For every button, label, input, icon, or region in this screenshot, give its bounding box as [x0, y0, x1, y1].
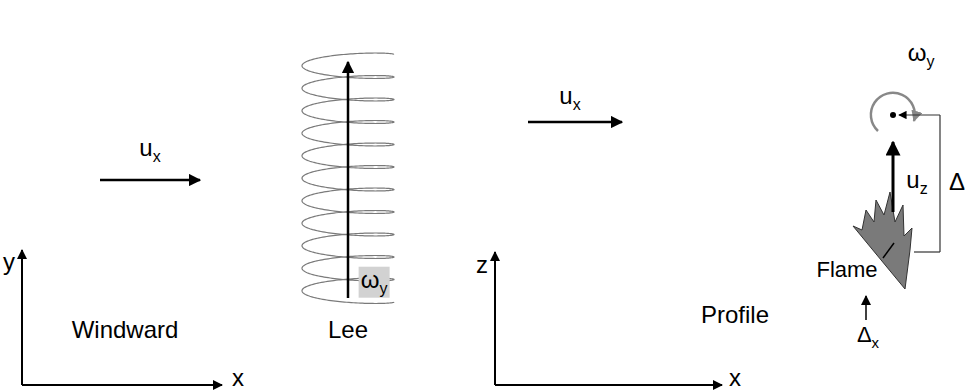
symbol: ω — [908, 39, 927, 66]
symbol: Δ — [857, 322, 872, 347]
panel-fill — [251, 1, 445, 355]
text-anchor: y — [3, 249, 15, 275]
velocity-label: uz — [906, 167, 927, 198]
vortex-axis-dot — [890, 112, 896, 118]
rotation-arc — [871, 93, 915, 131]
region-label: Windward — [72, 317, 179, 343]
subscript: x — [573, 96, 581, 113]
subscript: y — [379, 280, 387, 297]
region-label: Lee — [328, 317, 368, 343]
vorticity-arrow — [347, 62, 350, 298]
text-anchor: z — [476, 252, 488, 278]
symbol: u — [559, 82, 572, 109]
updraft-arrow — [892, 142, 895, 212]
velocity-label: ux — [139, 135, 160, 166]
wind-arrow — [528, 121, 622, 124]
hill-profile: Profile — [515, 80, 960, 355]
symbol: u — [906, 166, 919, 193]
text-anchor: x — [729, 365, 741, 391]
lee-panel: ωyLee — [250, 0, 445, 355]
lee-panel-outline — [250, 0, 445, 355]
text-anchor: Δ — [949, 169, 965, 195]
text-anchor: ux — [139, 135, 160, 166]
symbol: u — [139, 134, 152, 161]
flame-label: Flame — [816, 258, 877, 282]
velocity-label: ux — [559, 83, 580, 114]
z-axis — [494, 252, 496, 385]
subscript: x — [153, 148, 161, 165]
text-anchor: uz — [906, 167, 927, 198]
x-axis — [495, 384, 722, 386]
symbol: ω — [361, 266, 380, 293]
axis-label: y — [3, 249, 15, 275]
windward-panel: uxWindward — [40, 0, 250, 355]
dimension-line — [899, 114, 940, 115]
x-axis — [22, 384, 222, 386]
leader-line — [883, 243, 894, 258]
wind-arrow — [100, 179, 200, 182]
axis-label: z — [476, 252, 488, 278]
text-anchor: ux — [559, 83, 580, 114]
text-anchor: Profile — [701, 302, 769, 328]
text-anchor: Windward — [72, 317, 179, 343]
text-anchor: x — [232, 365, 244, 391]
text-anchor: Flame — [816, 258, 877, 282]
text-anchor: ωy — [359, 267, 390, 298]
axis-label: x — [729, 365, 741, 391]
subscript: x — [872, 334, 880, 351]
axis-label: x — [232, 365, 244, 391]
dimension-label: Δ — [949, 169, 965, 195]
vortex-helix — [302, 53, 394, 303]
y-axis — [21, 250, 23, 385]
subscript: z — [920, 180, 928, 197]
text-anchor: Lee — [328, 317, 368, 343]
text-anchor: ωy — [908, 40, 935, 71]
vorticity-label: ωy — [359, 267, 390, 298]
text-anchor: Δx — [857, 323, 879, 352]
offset-arrow — [865, 296, 867, 320]
panel-fill — [41, 1, 250, 355]
triangle-fill — [515, 80, 960, 355]
offset-label: Δx — [857, 323, 879, 352]
dimension-line — [914, 251, 940, 252]
profile-label: Profile — [701, 302, 769, 328]
dimension-line — [939, 115, 940, 252]
windward-panel-outline — [40, 0, 250, 355]
vorticity-label: ωy — [908, 40, 935, 71]
subscript: y — [926, 53, 934, 70]
